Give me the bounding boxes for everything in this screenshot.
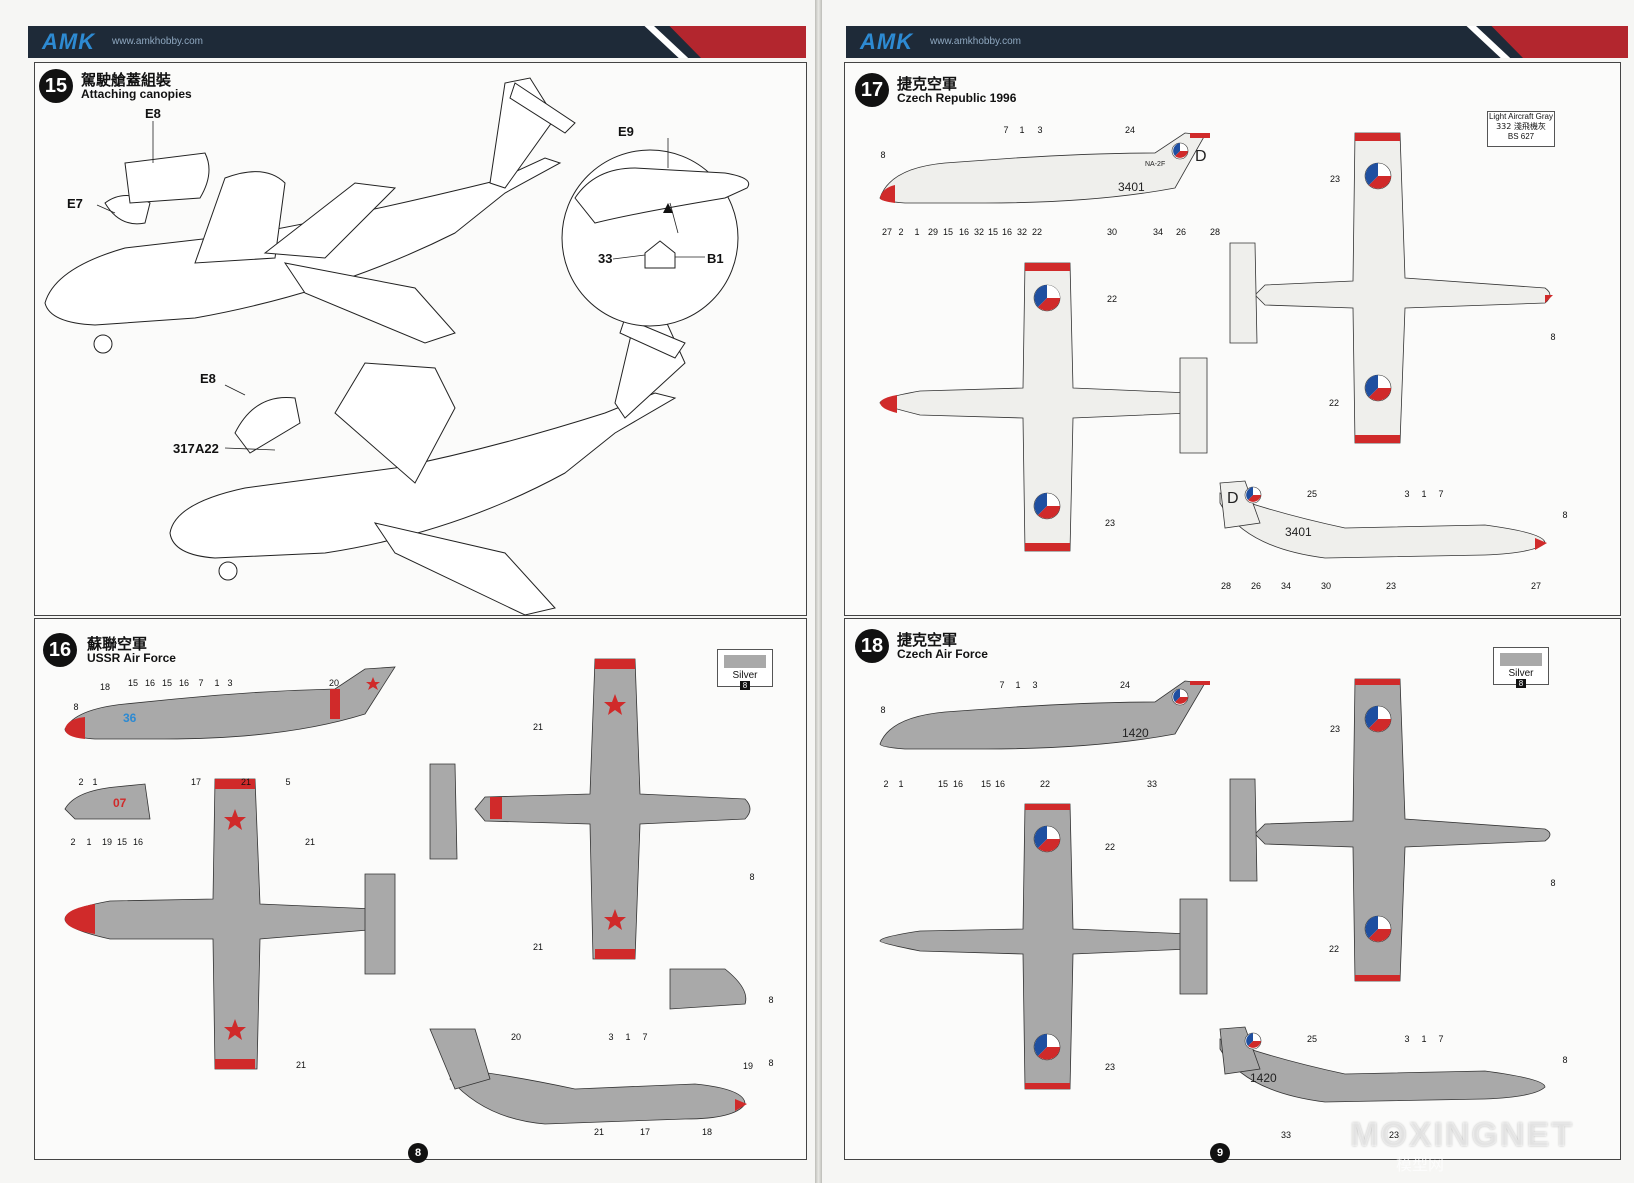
czech-roundels bbox=[1033, 142, 1392, 520]
step-title-cn: 捷克空軍 bbox=[897, 631, 958, 649]
serial-3401-bottom: 3401 bbox=[1285, 525, 1312, 539]
step-15-panel: 15 駕駛艙蓋組裝 Attaching canopies bbox=[34, 62, 807, 616]
silver-swatch bbox=[724, 655, 766, 668]
step-18-panel: 18 捷克空軍 Czech Air Force Silver 8 bbox=[844, 618, 1621, 1160]
serial-1420-bottom: 1420 bbox=[1250, 1071, 1277, 1085]
paint-color-box: Silver 8 bbox=[1493, 647, 1549, 688]
website-url: www.amkhobby.com bbox=[112, 36, 203, 47]
right-page: AMK www.amkhobby.com 17 捷克空軍 Czech Repub… bbox=[822, 0, 1634, 1183]
step-title-cn: 捷克空軍 bbox=[897, 75, 958, 93]
label-a22: A22 bbox=[195, 441, 219, 456]
code-07: 07 bbox=[113, 796, 127, 810]
label-e8-bottom: E8 bbox=[200, 371, 216, 386]
color-line1: Light Aircraft Gray bbox=[1488, 112, 1554, 121]
na-code-top: NA-2F bbox=[1145, 161, 1165, 168]
label-e8-top: E8 bbox=[145, 106, 161, 121]
step-title-en: Czech Air Force bbox=[897, 647, 988, 661]
czech-roundels bbox=[1033, 688, 1392, 1061]
paint-color-box: Silver 8 bbox=[717, 649, 773, 690]
step-17-panel: 17 捷克空軍 Czech Republic 1996 Light Aircra… bbox=[844, 62, 1621, 616]
tail-letter-d-top: D bbox=[1195, 148, 1207, 165]
step-16-panel: 16 蘇聯空軍 USSR Air Force Silver 8 bbox=[34, 618, 807, 1160]
step-title-cn: 駕駛艙蓋組裝 bbox=[81, 71, 172, 89]
color-name: Silver bbox=[1508, 668, 1534, 679]
step-title-en: Czech Republic 1996 bbox=[897, 91, 1017, 105]
color-name: Silver bbox=[732, 670, 758, 681]
serial-3401-top: 3401 bbox=[1118, 180, 1145, 194]
page-number-right: 9 bbox=[1210, 1143, 1230, 1163]
label-317: 317 bbox=[173, 441, 195, 456]
color-line3: BS 627 bbox=[1507, 132, 1535, 141]
page-header-right: AMK www.amkhobby.com bbox=[846, 26, 1628, 58]
watermark-sub: 模型网 bbox=[1395, 1155, 1444, 1174]
label-e7: E7 bbox=[67, 196, 83, 211]
step-number: 18 bbox=[855, 629, 889, 663]
tail-letter-d-bottom: D bbox=[1227, 490, 1239, 507]
page-header-left: AMK www.amkhobby.com bbox=[28, 26, 806, 58]
watermark: MOXINGNET bbox=[1350, 1116, 1574, 1154]
left-page: AMK www.amkhobby.com 15 駕駛艙蓋組裝 Attaching… bbox=[0, 0, 815, 1183]
book-gutter bbox=[815, 0, 822, 1183]
step-title-cn: 蘇聯空軍 bbox=[87, 635, 148, 653]
step-number: 17 bbox=[855, 73, 889, 107]
color-line2: 332 淺飛機灰 bbox=[1496, 122, 1546, 131]
step-title-en: Attaching canopies bbox=[81, 87, 192, 101]
silver-swatch bbox=[1500, 653, 1542, 666]
amk-logo: AMK bbox=[42, 29, 96, 54]
step-number: 16 bbox=[43, 633, 77, 667]
serial-1420-top: 1420 bbox=[1122, 726, 1149, 740]
website-url: www.amkhobby.com bbox=[930, 36, 1021, 47]
step-title-en: USSR Air Force bbox=[87, 651, 176, 665]
paint-color-box: Light Aircraft Gray 332 淺飛機灰 BS 627 bbox=[1487, 111, 1555, 147]
amk-logo: AMK bbox=[860, 29, 914, 54]
step-number: 15 bbox=[39, 69, 73, 103]
canopy-assembly-drawing: E8 E7 E9 33 B1 E8 317 A22 bbox=[44, 77, 750, 616]
color-number: 8 bbox=[739, 681, 751, 690]
page-number-left: 8 bbox=[408, 1143, 428, 1163]
ussr-livery-drawings: 36 07 bbox=[64, 658, 751, 1125]
color-number: 8 bbox=[1515, 679, 1527, 688]
label-e9: E9 bbox=[618, 124, 634, 139]
label-33: 33 bbox=[598, 251, 612, 266]
code-36: 36 bbox=[123, 711, 137, 725]
czech-air-force-livery-drawings: 1420 1420 bbox=[879, 678, 1551, 1103]
czech-1996-livery-drawings: 3401 D NA-2F 3401 D bbox=[879, 132, 1553, 559]
label-b1: B1 bbox=[707, 251, 724, 266]
